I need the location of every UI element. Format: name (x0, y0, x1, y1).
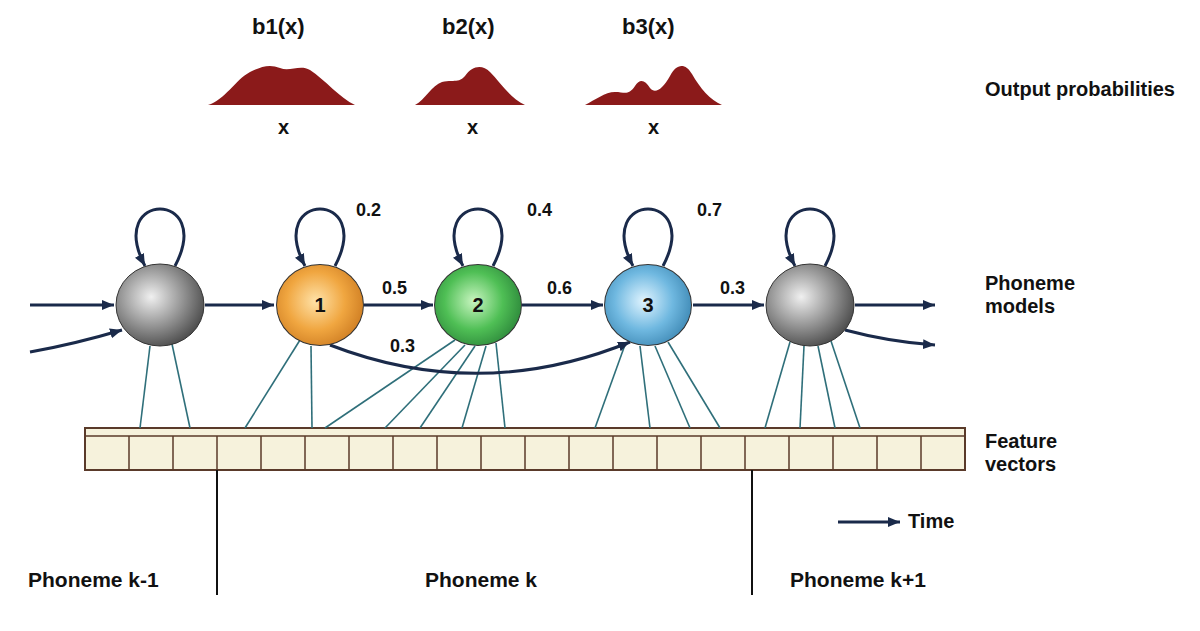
self-loops (136, 209, 834, 266)
self-loop (296, 209, 344, 266)
cell-divider (128, 436, 130, 470)
row-label: Output probabilities (985, 78, 1175, 101)
state-circle: 3 (604, 264, 692, 346)
feature-strip (85, 428, 965, 470)
cell-divider (480, 436, 482, 470)
probability: 0.5 (380, 278, 409, 299)
transition-arrow (205, 304, 274, 307)
transition-arrow (522, 304, 603, 307)
density-label: b1(x) (252, 14, 305, 39)
probability: 0.3 (388, 336, 417, 357)
self-loop (786, 209, 834, 266)
probability: 0.6 (545, 278, 574, 299)
self-loop (136, 209, 184, 266)
probability: 0.7 (697, 200, 722, 221)
phoneme-label: Phoneme k-1 (28, 568, 159, 592)
emission-line (595, 342, 626, 428)
axis-label: x (278, 116, 289, 139)
probability: 0.2 (356, 200, 381, 221)
self-loop (624, 209, 672, 266)
self-loop (454, 209, 502, 266)
emission-line (818, 346, 835, 428)
phoneme-label: Phoneme k+1 (790, 568, 926, 592)
emission-line (385, 345, 465, 428)
cell-divider (304, 436, 306, 470)
emission-line (496, 343, 505, 428)
emission-line (831, 341, 860, 428)
emission-line (140, 346, 150, 428)
density-curve (585, 66, 722, 105)
row-label: Phoneme models (985, 272, 1110, 318)
transition-arrow (30, 304, 114, 307)
density-label: b2(x) (442, 14, 495, 39)
density-curve (208, 66, 355, 105)
cell-divider (920, 436, 922, 470)
probability: 0.3 (720, 278, 745, 299)
emission-line (245, 340, 300, 428)
state-circle (766, 264, 854, 346)
cell-divider (260, 436, 262, 470)
transition-arrow (364, 304, 433, 307)
state-circle: 1 (276, 264, 364, 346)
transition-arrow (693, 304, 764, 307)
time-arrow (838, 521, 900, 524)
emission-line (800, 346, 804, 428)
cell-divider (524, 436, 526, 470)
emission-line (668, 342, 720, 428)
axis-label: x (648, 116, 659, 139)
probability: 0.4 (527, 200, 552, 221)
cell-divider (348, 436, 350, 470)
cell-divider (876, 436, 878, 470)
cell-divider (172, 436, 174, 470)
state-circle: 2 (434, 264, 522, 346)
emission-lines (140, 340, 860, 428)
emission-line (420, 346, 475, 428)
cell-divider (744, 436, 746, 470)
axis-label: x (467, 116, 478, 139)
cell-divider (216, 436, 218, 470)
transition-arrow (845, 330, 935, 345)
transition-arrow (30, 330, 122, 352)
emission-line (765, 342, 790, 428)
emission-line (655, 346, 690, 428)
density-label: b3(x) (622, 14, 675, 39)
state-number: 1 (314, 294, 325, 317)
emission-line (172, 344, 190, 428)
cell-divider (700, 436, 702, 470)
cell-divider (832, 436, 834, 470)
emission-line (311, 346, 312, 428)
feature-cells (129, 436, 921, 470)
cell-divider (568, 436, 570, 470)
transition-arrow (855, 304, 935, 307)
cell-divider (436, 436, 438, 470)
cell-divider (656, 436, 658, 470)
density-curve (415, 67, 525, 105)
emission-line (640, 346, 650, 428)
transition-arrow (330, 342, 630, 373)
phoneme-label: Phoneme k (425, 568, 537, 592)
state-number: 2 (472, 294, 483, 317)
row-label: Feature vectors (985, 430, 1110, 476)
phoneme-divider (216, 470, 218, 595)
phoneme-divider (751, 470, 753, 595)
cell-divider (612, 436, 614, 470)
emission-line (462, 346, 486, 428)
cell-divider (392, 436, 394, 470)
state-circle (116, 264, 204, 346)
state-number: 3 (642, 294, 653, 317)
axis-label: Time (908, 510, 954, 533)
cell-divider (788, 436, 790, 470)
